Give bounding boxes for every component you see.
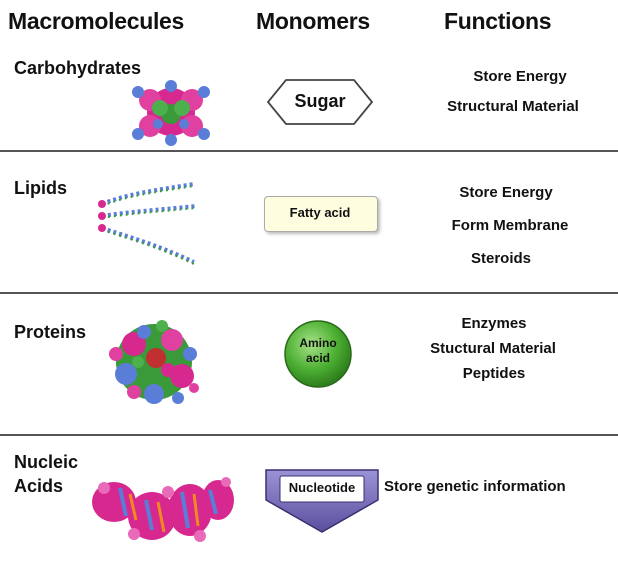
sugar-hexagon-shape bbox=[266, 79, 374, 125]
function-item: Structural Material bbox=[447, 98, 579, 115]
fatty-acid-box-shape bbox=[264, 196, 378, 232]
function-item: Steroids bbox=[470, 250, 531, 267]
function-item: Store genetic information bbox=[384, 478, 566, 495]
function-item: Enzymes bbox=[461, 315, 527, 332]
macromolecule-name-nucleic-acids: Nucleic Acids bbox=[14, 452, 79, 496]
lipid-molecule-image bbox=[98, 182, 197, 265]
row-separator bbox=[0, 434, 618, 436]
monomer-amino-acid-label: Amino acid bbox=[299, 336, 337, 365]
macromolecule-name-carbohydrates: Carbohydrates bbox=[14, 58, 142, 78]
header-functions: Functions bbox=[444, 8, 552, 34]
macromolecule-name-lipids: Lipids bbox=[14, 178, 67, 198]
monomer-fatty-acid-label: Fatty acid bbox=[289, 205, 351, 220]
carbohydrate-molecule-image bbox=[132, 80, 210, 146]
function-item: Stuctural Material bbox=[430, 340, 556, 357]
function-item: Peptides bbox=[462, 365, 526, 382]
header-monomers: Monomers bbox=[256, 8, 370, 34]
function-item: Store Energy bbox=[459, 184, 553, 201]
protein-molecule-image bbox=[109, 320, 199, 404]
macromolecule-name-proteins: Proteins bbox=[14, 322, 87, 342]
nucleotide-pentagon-shape bbox=[265, 469, 379, 533]
row-separator bbox=[0, 150, 618, 152]
row-separator bbox=[0, 292, 618, 294]
function-item: Store Energy bbox=[473, 68, 567, 85]
amino-acid-circle-shape bbox=[284, 320, 352, 388]
nucleic-acid-molecule-image bbox=[92, 477, 234, 542]
header-macromolecules: Macromolecules bbox=[8, 8, 185, 34]
function-item: Form Membrane bbox=[451, 217, 569, 234]
monomer-nucleotide-label: Nucleotide bbox=[288, 480, 356, 495]
monomer-sugar-label: Sugar bbox=[294, 91, 346, 111]
